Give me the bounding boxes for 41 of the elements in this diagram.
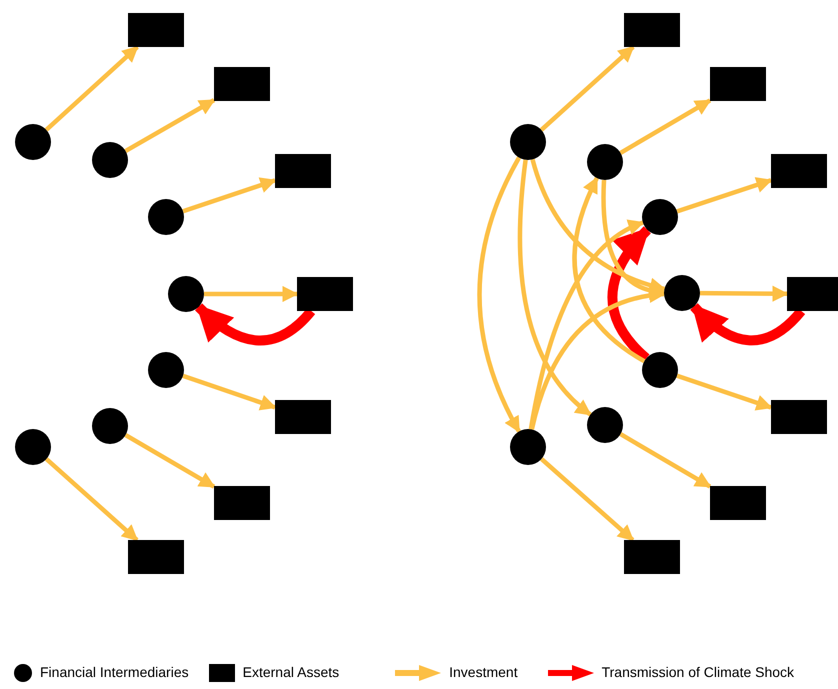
asset-box [275, 400, 331, 434]
investment-arrow [477, 156, 522, 433]
investment-arrow [676, 177, 773, 214]
asset-box [624, 540, 680, 574]
investment-arrow [518, 160, 592, 416]
asset-box [710, 67, 766, 101]
investment-arrow [124, 433, 216, 489]
investment-arrow [204, 286, 299, 302]
legend-label: Transmission of Climate Shock [602, 663, 794, 682]
asset-box [710, 486, 766, 520]
asset-box [128, 540, 184, 574]
investment-arrow [619, 98, 712, 155]
investment-arrow [124, 98, 216, 153]
investment-arrow [44, 457, 138, 542]
investment-arrow [700, 286, 789, 302]
legend-label: Investment [449, 663, 518, 682]
investment-arrow [182, 177, 277, 214]
investment-arrow [44, 45, 139, 132]
investment-arrow [528, 220, 644, 430]
asset-box [771, 400, 827, 434]
investment-arrow [572, 176, 646, 364]
investment-arrow [530, 158, 666, 293]
investment-arrow [540, 45, 635, 132]
asset-box [275, 154, 331, 188]
asset-box [214, 67, 270, 101]
asset-box [771, 154, 827, 188]
asset-box [297, 277, 353, 311]
legend-label: External Assets [242, 663, 340, 682]
shock-arrow [690, 303, 805, 346]
legend-label: Financial Intermediaries [40, 663, 189, 682]
shock-arrow [195, 303, 315, 346]
shock-arrow [607, 226, 652, 362]
investment-arrow [601, 180, 666, 299]
asset-box [787, 277, 838, 311]
investment-arrow [182, 374, 277, 410]
asset-box [128, 13, 184, 47]
investment-arrow [676, 374, 773, 411]
asset-box [624, 13, 680, 47]
asset-box [214, 486, 270, 520]
investment-arrow [619, 432, 712, 489]
investment-arrow [540, 457, 634, 542]
